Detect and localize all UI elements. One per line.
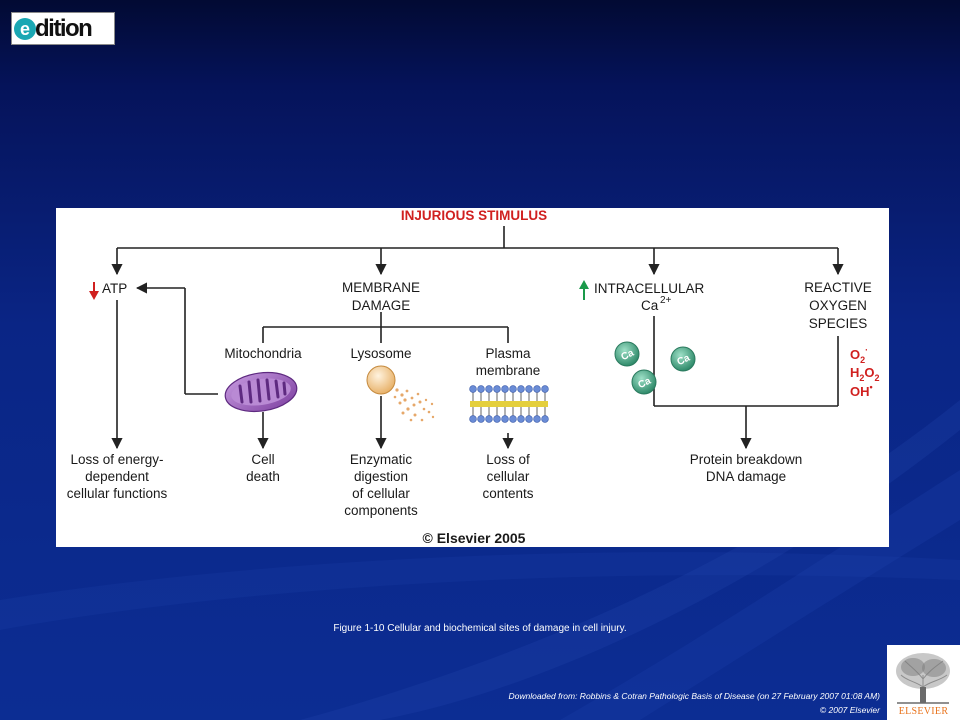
outcome-protein-2: DNA damage	[706, 469, 786, 484]
elsevier-logo: ELSEVIER	[887, 645, 960, 720]
membrane-damage-label-1: MEMBRANE	[342, 280, 420, 295]
ros-hydrogen-peroxide: H2O2	[850, 365, 880, 383]
increase-arrowhead-icon	[579, 280, 589, 289]
atp-node: ATP	[89, 281, 127, 300]
calcium-ion-2-label: Ca	[676, 352, 693, 368]
cell-injury-diagram: INJURIOUS STIMULUS	[67, 208, 880, 546]
outcome-energy-2: dependent	[85, 469, 149, 484]
source-line-2: © 2007 Elsevier	[819, 705, 880, 715]
outcome-cell-death-1: Cell	[251, 452, 274, 467]
calcium-charge: 2+	[660, 295, 672, 306]
reactive-label-3: SPECIES	[809, 316, 868, 331]
outcome-energy-1: Loss of energy-	[70, 452, 163, 467]
calcium-ion-3: Ca	[631, 369, 657, 395]
outcome-contents-2: cellular	[487, 469, 530, 484]
reactive-label-1: REACTIVE	[804, 280, 872, 295]
intracellular-calcium-node: INTRACELLULAR Ca 2+	[579, 280, 705, 313]
plasma-label-1: Plasma	[485, 346, 531, 361]
decrease-arrowhead-icon	[89, 291, 99, 300]
calcium-ion-1: Ca	[614, 341, 640, 367]
lysosome-icon	[366, 365, 435, 422]
connector-lines	[111, 226, 844, 450]
source-line-1: Downloaded from: Robbins & Cotran Pathol…	[508, 691, 880, 701]
outcome-enzymatic-4: components	[344, 503, 418, 518]
diagram-title: INJURIOUS STIMULUS	[401, 208, 547, 223]
outcome-protein-1: Protein breakdown	[690, 452, 803, 467]
calcium-ion-2: Ca	[670, 346, 696, 372]
outcome-enzymatic-2: digestion	[354, 469, 408, 484]
edition-logo-text: dition	[35, 14, 93, 42]
outcome-enzymatic-1: Enzymatic	[350, 452, 413, 467]
figure-copyright: © Elsevier 2005	[423, 530, 526, 546]
elsevier-wordmark: ELSEVIER	[898, 706, 949, 717]
ros-hydroxyl: OH•	[850, 382, 873, 399]
calcium-label: Ca	[641, 298, 659, 313]
outcome-energy-3: cellular functions	[67, 486, 168, 501]
outcome-enzymatic-3: of cellular	[352, 486, 410, 501]
outcome-contents-1: Loss of	[486, 452, 530, 467]
outcome-contents-3: contents	[482, 486, 533, 501]
reactive-label-2: OXYGEN	[809, 298, 867, 313]
elsevier-tree-icon	[896, 653, 950, 704]
ros-species-list: O2· H2O2 OH•	[850, 345, 880, 399]
plasma-membrane-icon	[469, 385, 549, 423]
intracellular-label: INTRACELLULAR	[594, 281, 705, 296]
lysosome-label: Lysosome	[350, 346, 411, 361]
outcome-cell-death-2: death	[246, 469, 280, 484]
atp-label: ATP	[102, 281, 127, 296]
membrane-damage-label-2: DAMAGE	[352, 298, 411, 313]
mitochondria-label: Mitochondria	[224, 346, 302, 361]
calcium-ion-1-label: Ca	[620, 347, 637, 363]
plasma-label-2: membrane	[476, 363, 541, 378]
source-credit: Downloaded from: Robbins & Cotran Pathol…	[508, 689, 880, 717]
cell-injury-figure: INJURIOUS STIMULUS	[56, 208, 889, 547]
edition-logo-mark: e	[14, 17, 36, 40]
ros-superoxide: O2·	[850, 345, 868, 365]
figure-caption: Figure 1-10 Cellular and biochemical sit…	[333, 623, 627, 634]
mitochondria-icon	[224, 371, 298, 413]
edition-logo: e dition	[11, 12, 115, 45]
calcium-ion-3-label: Ca	[637, 375, 654, 391]
